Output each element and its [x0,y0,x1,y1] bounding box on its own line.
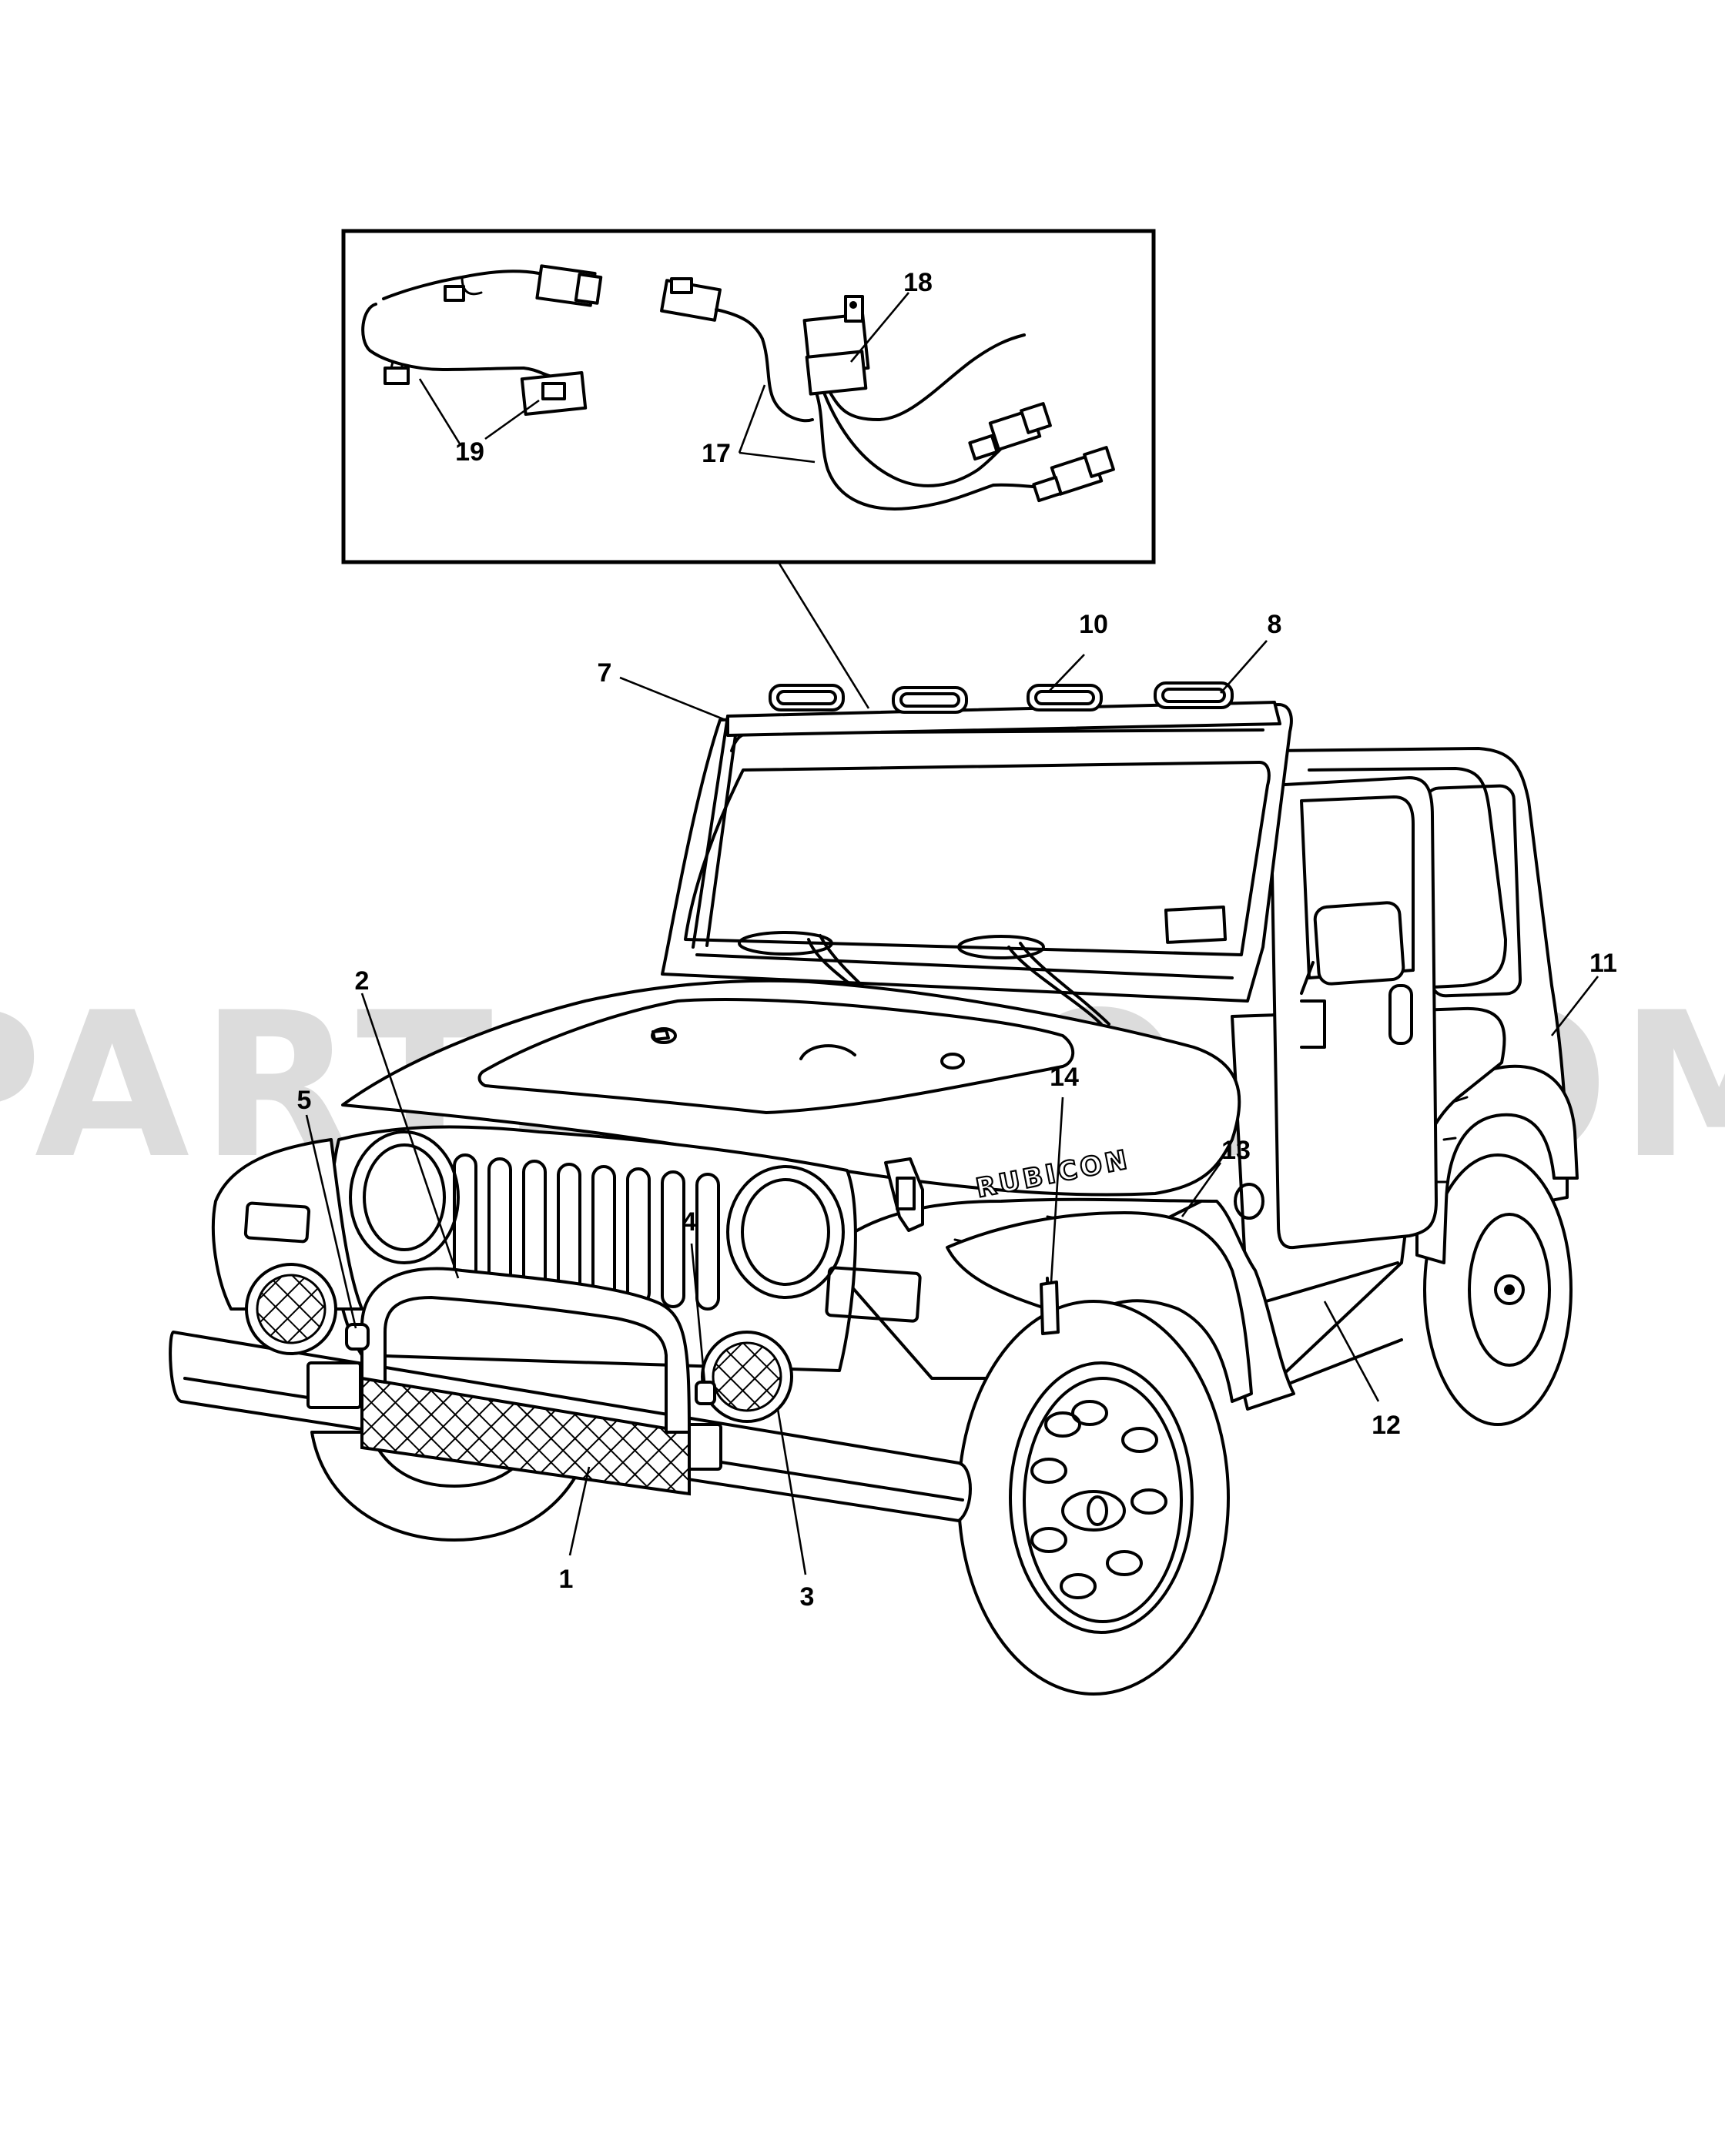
callout-10: 10 [1079,610,1108,639]
callout-2: 2 [355,966,370,996]
roof-lamps [769,681,1234,714]
callout-18: 18 [903,268,933,297]
callout-11: 11 [1589,949,1617,978]
callout-labels: 1 2 3 4 5 7 8 10 11 12 13 14 17 18 19 [297,268,1617,1612]
callout-7: 7 [598,658,612,688]
callout-3: 3 [800,1582,815,1612]
callout-5: 5 [297,1086,312,1115]
callout-14: 14 [1050,1063,1079,1092]
front-wheel-holes [1030,1400,1167,1599]
harness-inset [341,229,1156,564]
callout-17: 17 [702,439,731,468]
harness-19-drawing [361,264,603,416]
callout-19: 19 [455,437,484,467]
callout-12: 12 [1372,1411,1401,1440]
callout-4: 4 [682,1207,697,1237]
callout-1: 1 [559,1565,574,1594]
leader-lines [305,292,1599,1575]
callout-13: 13 [1221,1136,1251,1165]
callout-8: 8 [1268,610,1282,639]
vehicle-drawing: RUBICON [169,681,1579,1696]
